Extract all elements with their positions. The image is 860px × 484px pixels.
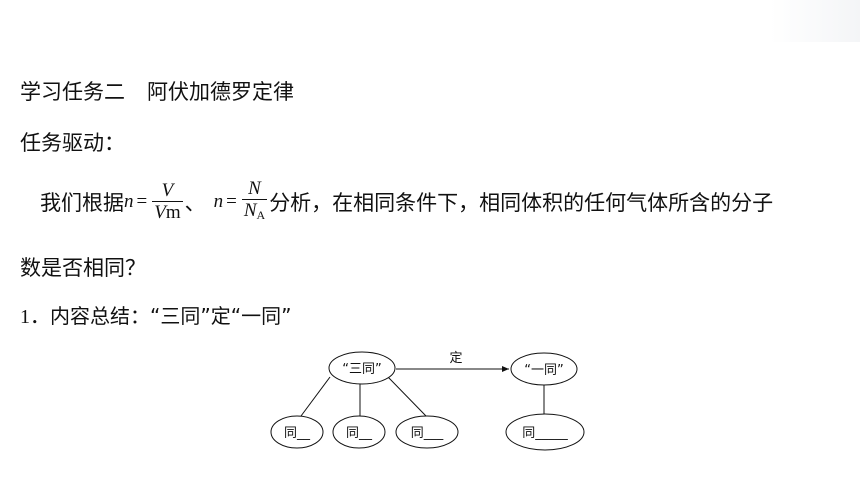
formula-1-fraction: V Vm — [152, 179, 183, 224]
formula-2-denominator: NA — [241, 198, 268, 226]
formula-2-lhs: n — [213, 191, 224, 212]
leaf-node-2-label: 同__ — [346, 426, 373, 441]
formula-2-fraction: N NA — [241, 177, 268, 226]
node-one-same: “一同” — [510, 352, 578, 386]
topic-label: 阿伏加德罗定律 — [147, 80, 294, 104]
formula-1-den-sub: m — [165, 201, 181, 223]
leaf-node-1: 同__ — [270, 415, 324, 449]
corner-shade — [770, 0, 860, 42]
leaf-node-3-label: 同___ — [411, 426, 444, 441]
formula-1-numerator: V — [161, 179, 174, 201]
summary-number: 1 — [20, 306, 30, 328]
node-three-same-label: “三同” — [342, 362, 381, 377]
formula-1-denominator: Vm — [152, 200, 183, 224]
task-drive-label: 任务驱动： — [20, 131, 125, 155]
question-paragraph: 我们根据 n = V Vm 、 n = N NA 分析，在相同条件下，相同体积的… — [40, 176, 773, 228]
paragraph-continuation: 数是否相同？ — [20, 256, 146, 280]
formula-2-numerator: N — [248, 177, 261, 199]
formula-2-den-sub: A — [256, 207, 266, 222]
summary-line: 1．内容总结：“三同”定“一同” — [20, 300, 291, 329]
leaf-node-4-label: 同_____ — [522, 426, 568, 441]
leaf-node-3: 同___ — [395, 415, 459, 449]
summary-text: ．内容总结：“三同”定“一同” — [30, 304, 292, 328]
arrow-label: 定 — [449, 351, 462, 366]
leaf-node-1-label: 同__ — [284, 426, 311, 441]
formula-1-den-var: V — [154, 201, 166, 223]
leaf-node-2: 同__ — [332, 415, 386, 449]
task-label: 学习任务二 — [20, 80, 125, 104]
formula-2-den-var: N — [243, 199, 257, 221]
section-heading: 学习任务二阿伏加德罗定律 — [20, 76, 294, 106]
node-one-same-label: “一同” — [524, 363, 563, 378]
leaf-node-4: 同_____ — [505, 413, 585, 451]
formula-1-lhs: n — [124, 191, 134, 212]
formula-2-equals: = — [226, 191, 237, 212]
node-three-same: “三同” — [328, 351, 396, 385]
formula-separator: 、 — [184, 191, 206, 215]
formula-1-equals: = — [136, 191, 148, 212]
paragraph-lead: 我们根据 — [40, 191, 124, 215]
connector-left-1 — [300, 376, 331, 417]
connector-left-3 — [387, 376, 427, 417]
paragraph-tail: 分析，在相同条件下，相同体积的任何气体所含的分子 — [269, 191, 774, 215]
